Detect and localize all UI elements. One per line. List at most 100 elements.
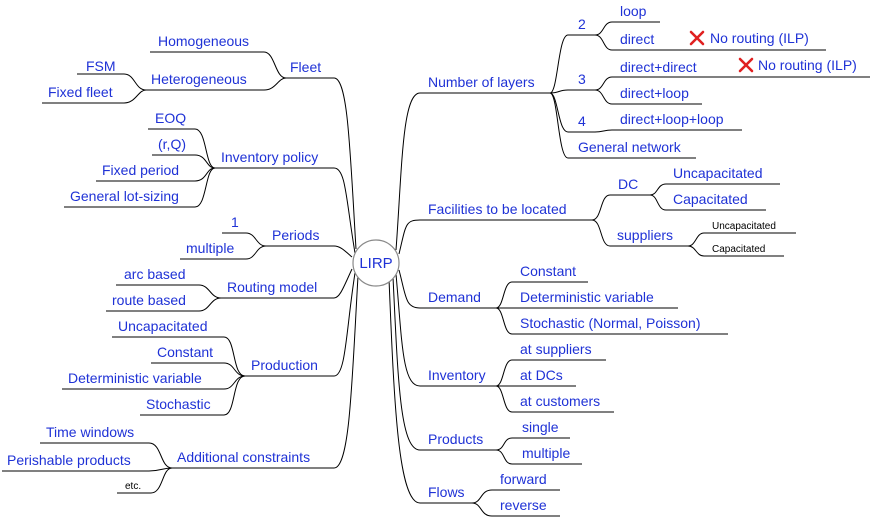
connector-sup-capacitated	[687, 245, 705, 257]
node-fixed-fleet[interactable]: Fixed fleet	[42, 84, 124, 104]
node-sup-capacitated[interactable]: Capacitated	[704, 244, 784, 257]
node-rq[interactable]: (r,Q)	[152, 136, 195, 156]
sub-branch-connectors	[123, 21, 705, 517]
node-fixed-period[interactable]: Fixed period	[96, 162, 195, 182]
number-of-layers-branch: Number of layers 2 loop direct No routin…	[420, 3, 870, 159]
node-layers-3[interactable]: 3	[568, 71, 595, 91]
no-routing-1-label: No routing (ILP)	[710, 30, 809, 46]
node-route-based[interactable]: route based	[106, 292, 199, 312]
node-demand[interactable]: Demand	[420, 289, 496, 309]
connector-route-based	[198, 297, 222, 312]
connector-layers-3	[549, 89, 569, 94]
node-direct[interactable]: direct	[612, 31, 690, 51]
node-periods-1[interactable]: 1	[222, 214, 246, 234]
node-at-customers[interactable]: at customers	[512, 393, 614, 413]
node-flows[interactable]: Flows	[420, 484, 472, 504]
connector-facilities	[398, 219, 421, 255]
node-general-network[interactable]: General network	[568, 139, 696, 159]
node-dem-det-variable[interactable]: Deterministic variable	[512, 289, 678, 309]
node-production[interactable]: Production	[245, 357, 334, 377]
additional-constraints-branch: Additional constraints Time windows Peri…	[2, 424, 334, 494]
demand-label: Demand	[428, 289, 481, 305]
node-dc-uncapacitated[interactable]: Uncapacitated	[666, 165, 780, 185]
node-direct-direct[interactable]: direct+direct	[612, 59, 736, 78]
node-direct-loop[interactable]: direct+loop	[612, 85, 702, 105]
node-prod-constant[interactable]: Constant	[151, 344, 224, 364]
connector-flows	[388, 278, 421, 504]
node-fsm[interactable]: FSM	[77, 58, 124, 75]
route-based-label: route based	[112, 292, 186, 308]
connector-forward	[471, 489, 493, 504]
node-at-suppliers[interactable]: at suppliers	[512, 341, 606, 361]
sup-uncapacitated-label: Uncapacitated	[712, 221, 776, 232]
connector-routing-model	[333, 268, 353, 299]
connector-demand	[398, 269, 421, 309]
no-routing-2-label: No routing (ILP)	[758, 57, 857, 73]
node-facilities[interactable]: Facilities to be located	[420, 201, 592, 221]
prod-uncapacitated-label: Uncapacitated	[118, 318, 208, 334]
node-heterogeneous[interactable]: Heterogeneous	[146, 71, 264, 91]
node-fleet[interactable]: Fleet	[286, 59, 334, 79]
prod-stochastic-label: Stochastic	[146, 396, 211, 412]
node-forward[interactable]: forward	[492, 471, 560, 491]
connector-fsm	[123, 73, 147, 91]
node-inventory[interactable]: Inventory	[420, 367, 496, 387]
production-branch: Production Uncapacitated Constant Determ…	[62, 318, 334, 416]
node-inventory-policy[interactable]: Inventory policy	[215, 149, 334, 169]
connector-prod-constant	[223, 362, 246, 377]
node-no-routing-1[interactable]: No routing (ILP)	[689, 30, 826, 51]
node-arc-based[interactable]: arc based	[116, 266, 199, 286]
connector-sup-uncapacitated	[687, 232, 705, 247]
connector-single	[495, 437, 513, 451]
node-time-windows[interactable]: Time windows	[40, 424, 149, 444]
direct-label: direct	[620, 31, 654, 47]
node-prod-det-variable[interactable]: Deterministic variable	[62, 370, 224, 390]
node-dem-constant[interactable]: Constant	[512, 263, 588, 283]
node-prod-uncapacitated[interactable]: Uncapacitated	[112, 318, 224, 338]
node-reverse[interactable]: reverse	[492, 497, 560, 517]
node-layers-2[interactable]: 2	[568, 16, 595, 36]
node-sup-uncapacitated[interactable]: Uncapacitated	[704, 221, 796, 234]
layers-2-label: 2	[578, 16, 586, 32]
connector-direct	[594, 34, 613, 51]
node-direct-loop-loop[interactable]: direct+loop+loop	[612, 111, 742, 131]
dem-constant-label: Constant	[520, 263, 576, 279]
connector-additional-constraints	[333, 275, 359, 469]
node-single[interactable]: single	[512, 419, 570, 439]
node-prod-multiple[interactable]: multiple	[512, 445, 582, 465]
connector-time-windows	[148, 442, 173, 469]
connector-dem-constant	[495, 281, 513, 309]
node-etc[interactable]: etc.	[117, 481, 151, 494]
prod-multiple-label: multiple	[522, 445, 570, 461]
node-prod-stochastic[interactable]: Stochastic	[140, 396, 224, 416]
fleet-branch: Fleet Homogeneous Heterogeneous FSM Fixe…	[42, 33, 334, 104]
node-general-lot-sizing[interactable]: General lot-sizing	[64, 188, 195, 208]
node-homogeneous[interactable]: Homogeneous	[150, 33, 264, 53]
fsm-label: FSM	[86, 58, 116, 74]
node-products[interactable]: Products	[420, 431, 496, 451]
node-periods[interactable]: Periods	[266, 227, 334, 247]
node-additional-constraints[interactable]: Additional constraints	[172, 449, 334, 469]
node-periods-multiple[interactable]: multiple	[180, 240, 246, 260]
node-perishable-products[interactable]: Perishable products	[2, 452, 149, 472]
node-at-dcs[interactable]: at DCs	[512, 367, 576, 387]
node-eoq[interactable]: EOQ	[148, 110, 195, 130]
inventory-label: Inventory	[428, 367, 486, 383]
node-dc[interactable]: DC	[610, 176, 650, 196]
node-number-of-layers[interactable]: Number of layers	[420, 74, 550, 94]
connector-eoq	[194, 128, 216, 169]
products-label: Products	[428, 431, 483, 447]
connector-dc-capacitated	[649, 194, 667, 211]
node-no-routing-2[interactable]: No routing (ILP)	[736, 57, 870, 78]
node-layers-4[interactable]: 4	[568, 113, 595, 133]
node-routing-model[interactable]: Routing model	[221, 279, 334, 299]
center-node[interactable]: LIRP	[352, 239, 400, 287]
node-dc-capacitated[interactable]: Capacitated	[666, 191, 766, 211]
node-dem-stochastic[interactable]: Stochastic (Normal, Poisson)	[512, 315, 728, 335]
general-lot-sizing-label: General lot-sizing	[70, 188, 179, 204]
node-suppliers[interactable]: suppliers	[610, 227, 688, 247]
connector-prod-det-variable	[223, 375, 246, 390]
node-loop[interactable]: loop	[612, 3, 660, 23]
connector-dem-stochastic	[495, 307, 513, 335]
